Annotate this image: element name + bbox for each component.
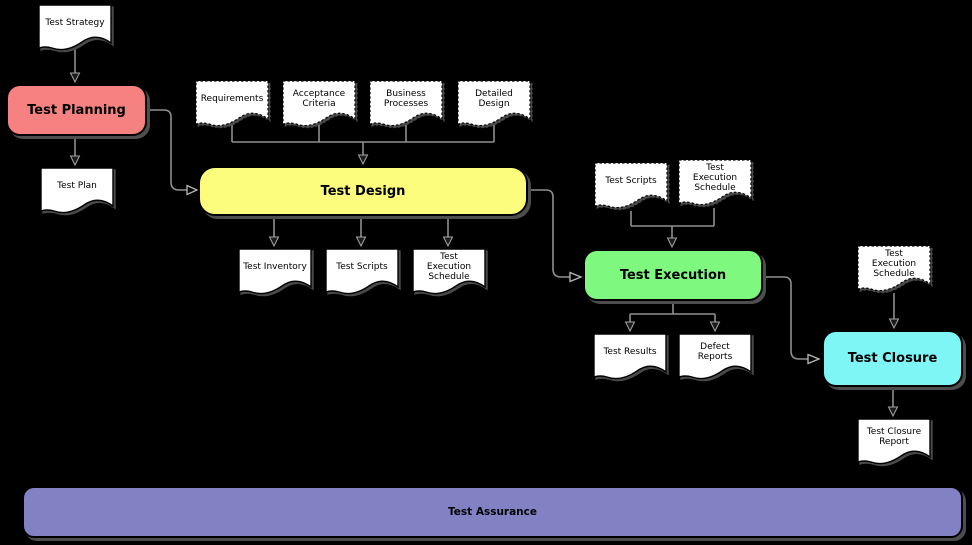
doc-label: Acceptance Criteria xyxy=(292,89,346,109)
doc-label: Test Execution Schedule xyxy=(692,163,738,193)
arrowhead-into-design-top xyxy=(357,154,369,166)
doc-requirements: Requirements xyxy=(195,80,269,130)
doc-label: Test Scripts xyxy=(605,176,657,186)
connector-design-to-execution xyxy=(528,189,570,278)
doc-test-scripts-output: Test Scripts xyxy=(325,248,399,298)
doc-label: Defect Reports xyxy=(697,342,733,362)
doc-label: Test Strategy xyxy=(45,18,105,28)
connector-design-to-outputs xyxy=(273,219,449,237)
doc-test-closure-report: Test Closure Report xyxy=(857,418,931,468)
doc-label: Requirements xyxy=(200,94,264,104)
arrowhead-into-tes-out xyxy=(442,236,454,248)
connector-inputs-to-design-bus xyxy=(231,124,495,155)
doc-label: Business Processes xyxy=(383,89,429,109)
phase-label: Test Design xyxy=(320,183,406,199)
doc-label: Test Execution Schedule xyxy=(871,249,917,279)
phase-test-execution: Test Execution xyxy=(583,249,763,301)
doc-label: Detailed Design xyxy=(475,89,513,109)
doc-detailed-design: Detailed Design xyxy=(457,80,531,130)
doc-test-strategy: Test Strategy xyxy=(38,4,112,54)
doc-test-inventory: Test Inventory xyxy=(238,248,312,298)
phase-label: Test Closure xyxy=(847,351,938,366)
doc-test-plan: Test Plan xyxy=(40,167,114,217)
doc-label: Test Scripts xyxy=(336,262,388,272)
arrowhead-into-test-scripts-out xyxy=(355,236,367,248)
phase-test-closure: Test Closure xyxy=(822,330,963,387)
doc-test-execution-schedule-input: Test Execution Schedule xyxy=(678,159,752,209)
doc-label: Test Inventory xyxy=(243,262,307,272)
doc-test-results: Test Results xyxy=(593,333,667,383)
phase-test-design: Test Design xyxy=(198,166,528,216)
doc-label: Test Execution Schedule xyxy=(426,252,472,282)
doc-acceptance-criteria: Acceptance Criteria xyxy=(282,80,356,130)
connector-execution-to-outputs xyxy=(629,301,716,322)
doc-label: Test Results xyxy=(603,347,657,357)
doc-label: Test Plan xyxy=(57,181,97,191)
connector-execution-to-closure xyxy=(763,276,808,360)
arrowhead-into-test-results xyxy=(624,321,636,333)
open-arrowhead-into-design xyxy=(186,184,199,196)
arrowhead-into-defect-reports xyxy=(709,321,721,333)
doc-test-execution-schedule-closure: Test Execution Schedule xyxy=(857,245,931,295)
phase-label: Test Planning xyxy=(27,102,126,118)
connector-inputs-to-execution-bus xyxy=(630,208,715,238)
arrowhead-into-planning xyxy=(69,72,81,84)
phase-test-assurance: Test Assurance xyxy=(22,486,963,538)
phase-label: Test Execution xyxy=(619,267,727,283)
phase-test-planning: Test Planning xyxy=(6,84,147,136)
doc-test-scripts-input: Test Scripts xyxy=(594,162,668,212)
open-arrowhead-into-execution xyxy=(569,271,583,283)
doc-test-execution-schedule-output: Test Execution Schedule xyxy=(412,248,486,298)
arrowhead-into-testplan xyxy=(69,155,81,167)
arrowhead-into-execution-top xyxy=(666,237,678,249)
connector-planning-to-design xyxy=(147,109,187,191)
arrowhead-into-closure-report xyxy=(887,406,899,418)
arrowhead-into-closure-top xyxy=(888,318,900,330)
doc-business-processes: Business Processes xyxy=(369,80,443,130)
doc-label: Test Closure Report xyxy=(866,427,922,447)
doc-defect-reports: Defect Reports xyxy=(678,333,752,383)
arrowhead-into-test-inventory xyxy=(268,236,280,248)
open-arrowhead-into-closure xyxy=(807,353,821,365)
phase-label: Test Assurance xyxy=(448,506,537,518)
